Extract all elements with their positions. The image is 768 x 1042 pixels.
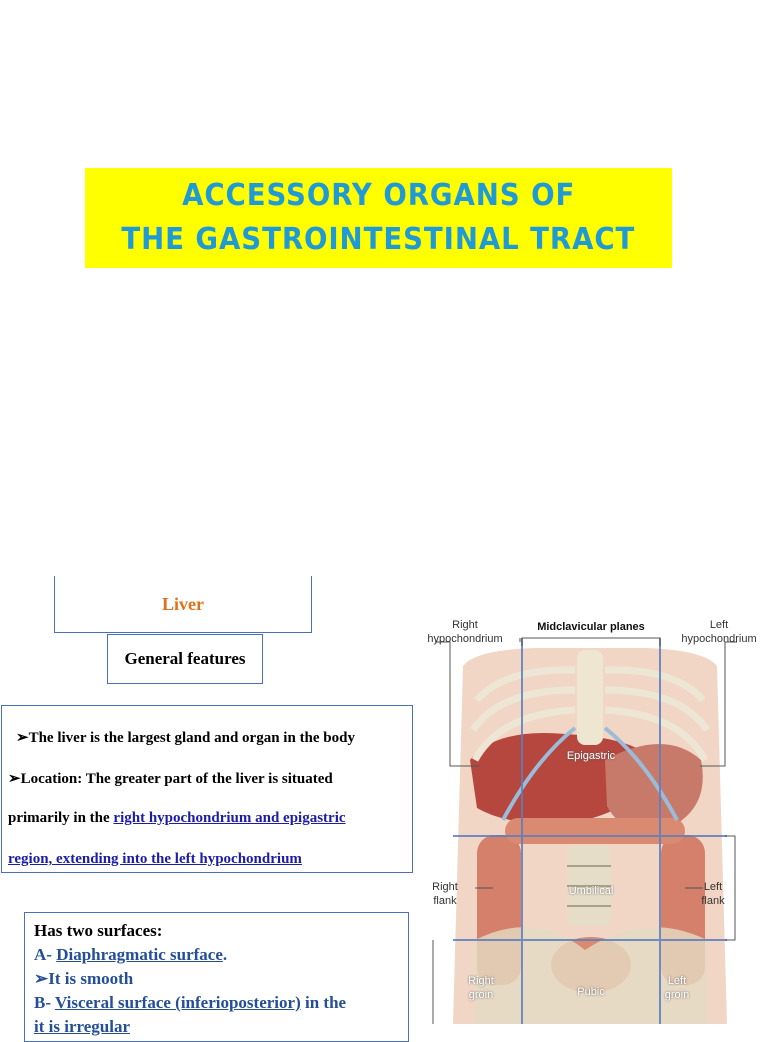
surface-b-prefix: B-	[34, 993, 55, 1012]
visceral-surface-link[interactable]: Visceral surface (inferioposterior)	[54, 993, 301, 1012]
label-left-groin: Left groin	[655, 974, 699, 1002]
label-pubic: Pubic	[577, 986, 605, 998]
surface-b-suffix: in the	[300, 993, 347, 1012]
info-line-prefix: primarily in the	[8, 810, 114, 826]
label-umbilical: Umbilical	[568, 885, 614, 897]
title-line-2: the gastrointestinal tract	[121, 222, 636, 257]
title-line-1: Accessory organs of	[181, 178, 576, 213]
surface-a-prefix: A-	[34, 945, 57, 964]
label-left-hypochondrium-line1: Left	[709, 619, 729, 631]
surfaces-heading: Has two surfaces:	[34, 921, 163, 940]
label-left-hypochondrium-line2: hypochondrium	[681, 633, 757, 645]
info-line-region: region, extending into the left hypochon…	[8, 851, 302, 868]
liver-label: Liver	[162, 593, 204, 614]
label-left-groin-line1: Left	[667, 975, 687, 987]
region-link[interactable]: region, extending into the left hypochon…	[8, 851, 302, 867]
general-features-label: General features	[124, 649, 246, 668]
info-line-location: ➢Location: The greater part of the liver…	[8, 771, 333, 787]
label-left-flank-line1: Left	[703, 881, 723, 893]
label-right-groin: Right groin	[459, 974, 503, 1002]
label-right-groin-line1: Right	[468, 975, 494, 987]
surfaces-box: Has two surfaces: A- Diaphragmatic surfa…	[24, 912, 409, 1042]
surface-a-suffix: .	[222, 945, 228, 964]
smooth-line: ➢It is smooth	[34, 969, 134, 988]
label-right-hypochondrium-line1: Right	[452, 619, 478, 631]
general-features-box: General features	[107, 634, 263, 684]
label-left-hypochondrium: Left hypochondrium	[669, 618, 768, 646]
right-hypochondrium-link[interactable]: right hypochondrium and epigastric	[113, 810, 346, 826]
label-left-groin-line2: groin	[664, 989, 690, 1001]
abdominal-regions-illustration	[432, 637, 737, 1024]
label-left-flank-line2: flank	[701, 895, 725, 907]
abdominal-regions-figure: Right hypochondrium Midclavicular planes…	[415, 610, 768, 1024]
label-right-flank: Right flank	[423, 880, 467, 908]
label-right-hypochondrium: Right hypochondrium	[415, 618, 515, 646]
surface-a-line: A- Diaphragmatic surface.	[34, 943, 408, 967]
irregular-text: it is irregular	[34, 1017, 130, 1036]
surface-b-line: B- Visceral surface (inferioposterior) i…	[34, 991, 408, 1015]
label-right-flank-line1: Right	[432, 881, 458, 893]
title-banner: Accessory organs of the gastrointestinal…	[85, 168, 672, 268]
label-left-flank: Left flank	[691, 880, 735, 908]
label-epigastric: Epigastric	[566, 750, 616, 762]
info-line-hypochondrium: primarily in the right hypochondrium and…	[8, 810, 346, 827]
label-right-flank-line2: flank	[433, 895, 457, 907]
label-right-hypochondrium-line2: hypochondrium	[427, 633, 503, 645]
info-line-largest-gland: ➢The liver is the largest gland and orga…	[16, 730, 355, 746]
diaphragmatic-surface-link[interactable]: Diaphragmatic surface	[56, 945, 223, 964]
liver-info-box: ➢The liver is the largest gland and orga…	[1, 705, 413, 873]
label-midclavicular-planes: Midclavicular planes	[537, 621, 645, 633]
label-right-groin-line2: groin	[468, 989, 494, 1001]
irregular-line: it is irregular	[34, 1015, 408, 1039]
liver-box: Liver	[54, 576, 312, 633]
